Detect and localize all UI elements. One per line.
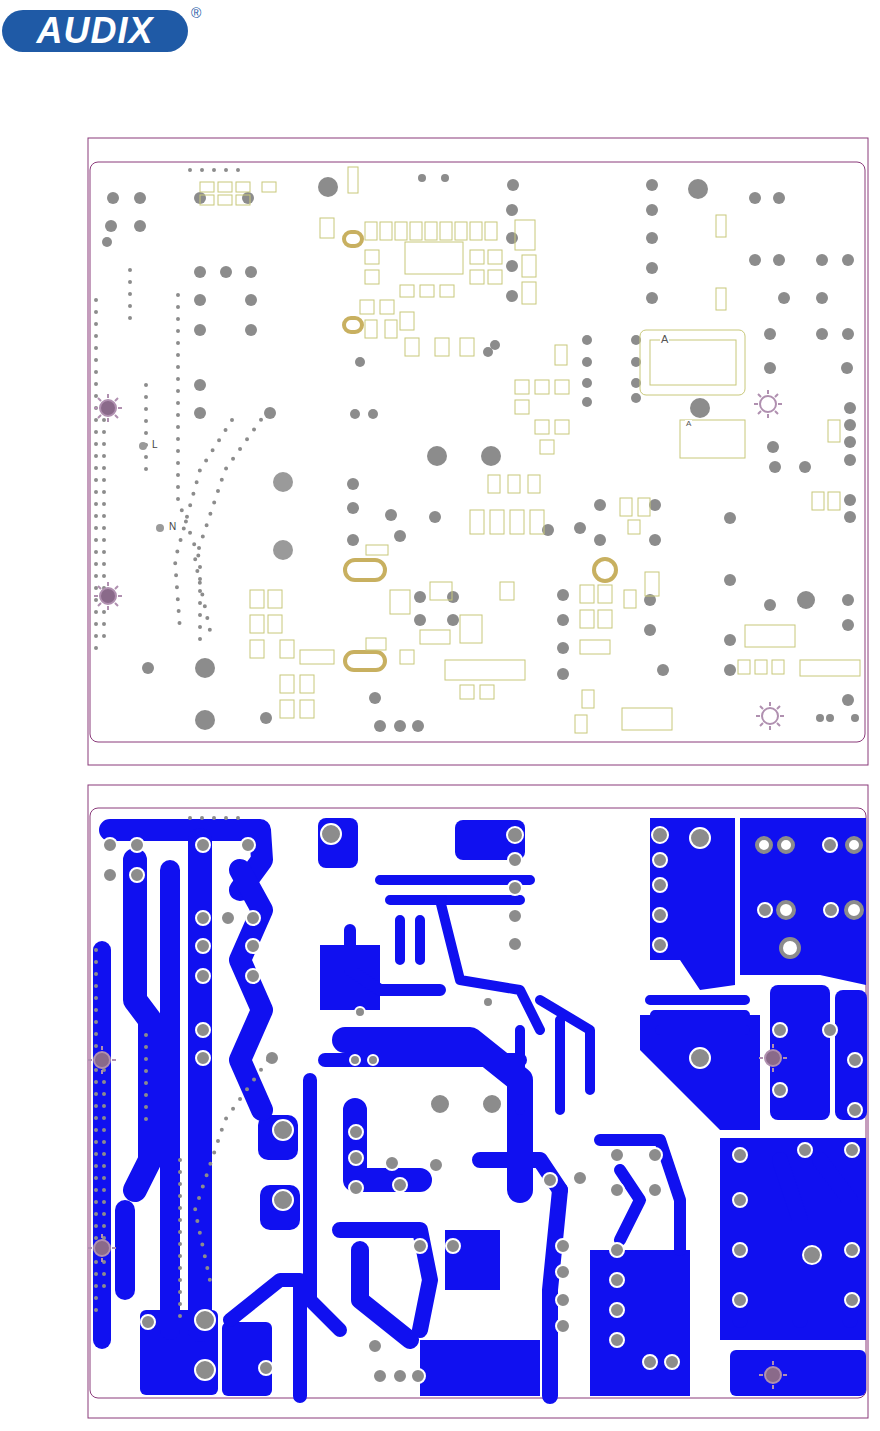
registered-mark: ® — [190, 6, 202, 20]
connector-pin-label: A — [660, 334, 669, 345]
top-board — [88, 138, 868, 765]
connector-pin-label: A — [685, 420, 692, 428]
terminal-label: L — [151, 440, 159, 450]
bottom-board — [88, 785, 868, 1418]
logo-badge: AUDIX — [2, 10, 188, 52]
terminal-label: N — [168, 522, 177, 532]
logo-text: AUDIX — [36, 13, 153, 49]
